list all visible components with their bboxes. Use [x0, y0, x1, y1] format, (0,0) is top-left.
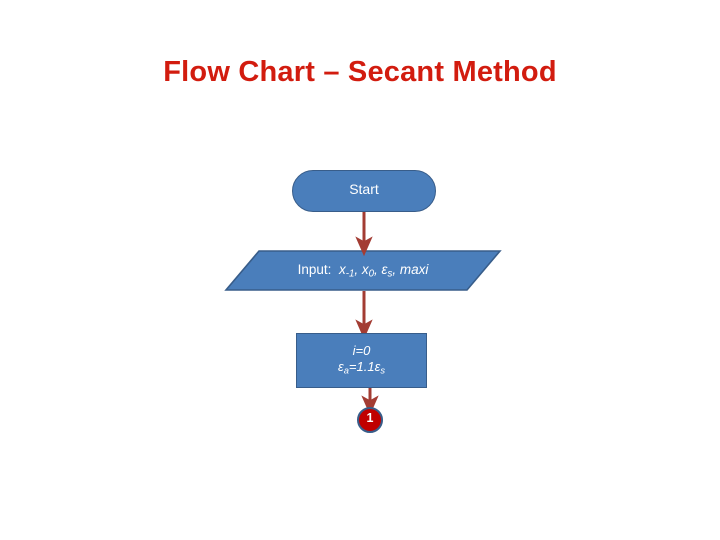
input-parallelogram-shape: [224, 250, 502, 291]
node-process-init[interactable]: [296, 333, 427, 388]
node-connector-1[interactable]: [357, 407, 383, 433]
page-title: Flow Chart – Secant Method: [163, 56, 557, 88]
node-input[interactable]: [225, 250, 501, 291]
node-start[interactable]: [292, 170, 436, 212]
